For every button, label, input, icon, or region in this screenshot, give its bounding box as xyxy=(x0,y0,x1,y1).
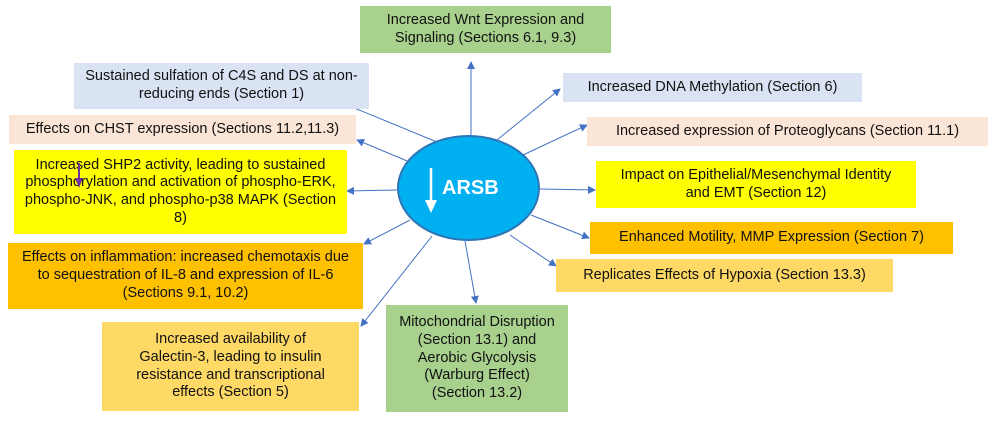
box-sulfation: Sustained sulfation of C4S and DS at non… xyxy=(74,63,369,109)
box-wnt: Increased Wnt Expression and Signaling (… xyxy=(360,6,611,53)
box-emt: Impact on Epithelial/Mesenchymal Identit… xyxy=(596,161,916,208)
hub-label: ARSB xyxy=(442,177,499,199)
arrow-to-hypoxia xyxy=(509,234,557,267)
box-shp2: Increased SHP2 activity, leading to sust… xyxy=(14,150,347,234)
marker-down-arrow-icon xyxy=(75,163,83,188)
arrow-to-dna xyxy=(496,88,561,141)
box-galectin: Increased availability of Galectin-3, le… xyxy=(102,322,359,411)
box-proteoglycans: Increased expression of Proteoglycans (S… xyxy=(587,117,988,146)
box-mito: Mitochondrial Disruption (Section 13.1) … xyxy=(386,305,568,412)
arrow-to-chst xyxy=(356,139,413,164)
box-chst: Effects on CHST expression (Sections 11.… xyxy=(9,115,356,144)
arrow-to-shp2 xyxy=(346,186,398,195)
arrow-to-mito xyxy=(464,240,479,304)
box-hypoxia: Replicates Effects of Hypoxia (Section 1… xyxy=(556,259,893,292)
arrow-to-motility xyxy=(530,214,590,240)
arrow-to-proteoglycans xyxy=(522,124,588,156)
box-dna: Increased DNA Methylation (Section 6) xyxy=(563,73,862,102)
box-inflammation: Effects on inflammation: increased chemo… xyxy=(8,243,363,309)
arrow-to-emt xyxy=(539,185,596,194)
arrow-to-inflammation xyxy=(363,219,411,245)
arrow-to-galectin xyxy=(360,235,433,327)
box-motility: Enhanced Motility, MMP Expression (Secti… xyxy=(590,222,953,254)
down-arrow-icon xyxy=(425,168,437,213)
arsb-hub xyxy=(397,135,540,241)
